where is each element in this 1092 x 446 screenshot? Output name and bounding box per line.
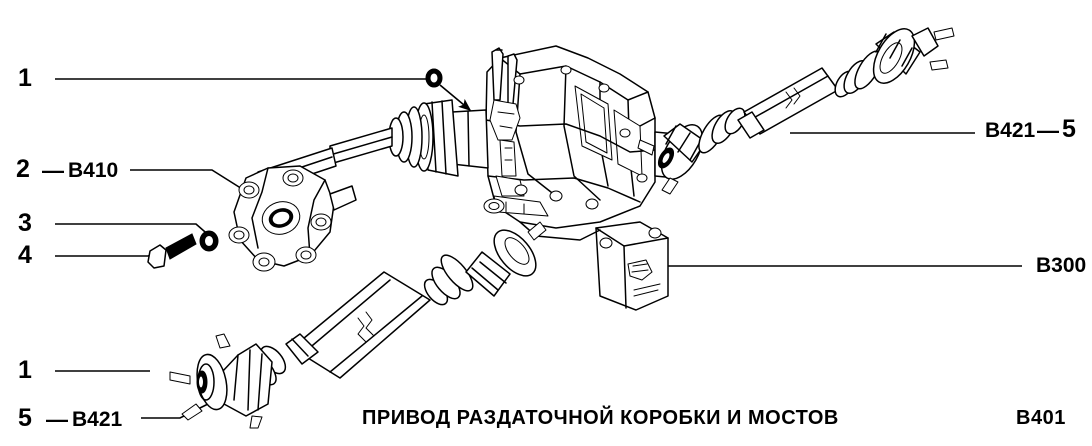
leader-item4 (55, 251, 161, 257)
propeller-shaft-lower-b421 (169, 221, 547, 429)
transfer-case-mount-bracket (595, 221, 669, 311)
callout-number-1-bottom: 1 (18, 356, 32, 384)
leader-item1-arrow (439, 84, 472, 112)
callout-number-5-right: 5 (1062, 115, 1076, 143)
cv-joint-upper-left (329, 99, 459, 177)
diagram-page-code: B401 (1016, 407, 1066, 429)
nut-item1-upper (425, 68, 443, 88)
callout-number-3: 3 (18, 209, 32, 237)
bolt-item4 (147, 233, 197, 269)
callout-code-b421-bottom: B421 (72, 408, 123, 431)
flange-bolts (228, 169, 332, 272)
callout-dash-5: — (46, 407, 68, 432)
transfer-case-assembly (451, 45, 677, 311)
flange-yoke-b410 (228, 165, 357, 272)
propeller-shaft-right-b421 (637, 27, 955, 195)
leader-item5-b421 (141, 398, 219, 419)
callout-dash-b421-right: — (1037, 118, 1059, 143)
callout-code-b300: B300 (1036, 254, 1087, 277)
nut-item3 (199, 230, 219, 252)
callout-number-5: 5 (18, 404, 32, 432)
leader-lines (55, 78, 1022, 419)
callout-code-b421-right: B421 (985, 119, 1036, 142)
diagram-title: ПРИВОД РАЗДАТОЧНОЙ КОРОБКИ И МОСТОВ (362, 407, 839, 429)
leader-item2-b410 (130, 169, 248, 193)
callout-number-1-top: 1 (18, 64, 32, 92)
callout-dash-2: — (42, 158, 64, 183)
housing-bolt-bosses (513, 65, 648, 210)
callout-number-2: 2 (16, 155, 30, 183)
callout-number-4: 4 (18, 241, 32, 269)
callout-code-b410: B410 (68, 159, 119, 182)
